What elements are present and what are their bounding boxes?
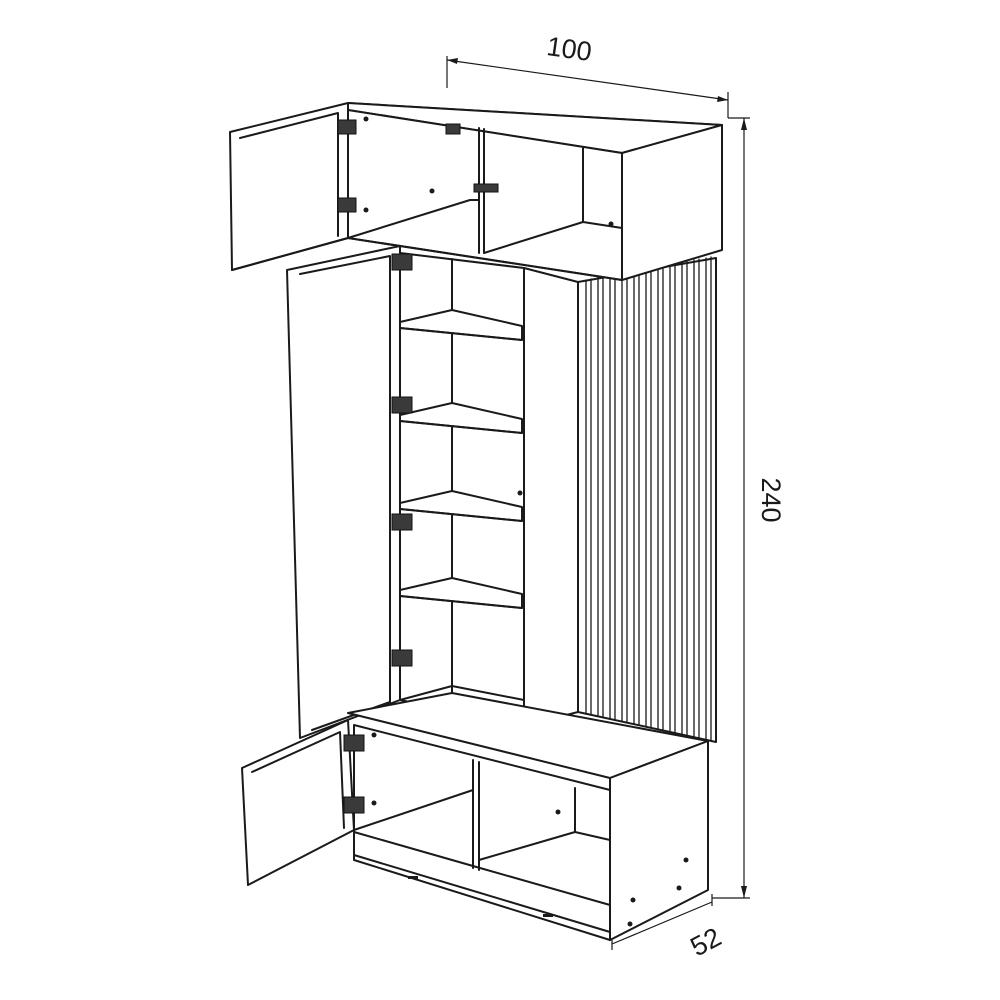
tall-door — [286, 245, 401, 739]
top-left-door — [229, 102, 349, 271]
height-label: 240 — [756, 477, 786, 522]
hinge-icon — [391, 649, 413, 667]
top-cabinet — [229, 102, 723, 281]
hinge-icon — [391, 396, 413, 414]
bracket-icon — [445, 123, 461, 135]
depth-label: 52 — [685, 922, 726, 963]
hinge-icon — [337, 197, 357, 213]
top-cabinet-side — [621, 124, 723, 281]
hinge-icon — [343, 734, 365, 752]
hinge-icon — [391, 253, 413, 271]
shelving-side-panel — [523, 267, 579, 727]
dimension-width: 100 — [446, 31, 729, 118]
bottom-left-door — [241, 719, 355, 886]
dimension-height: 240 — [712, 117, 786, 899]
bracket-icon — [473, 183, 499, 193]
bench-cabinet — [241, 692, 709, 941]
hinge-icon — [343, 796, 365, 814]
slatted-panel — [577, 256, 717, 743]
hinge-icon — [391, 513, 413, 531]
width-label: 100 — [545, 31, 594, 67]
hinge-icon — [337, 119, 357, 135]
shelving-unit — [286, 245, 579, 739]
